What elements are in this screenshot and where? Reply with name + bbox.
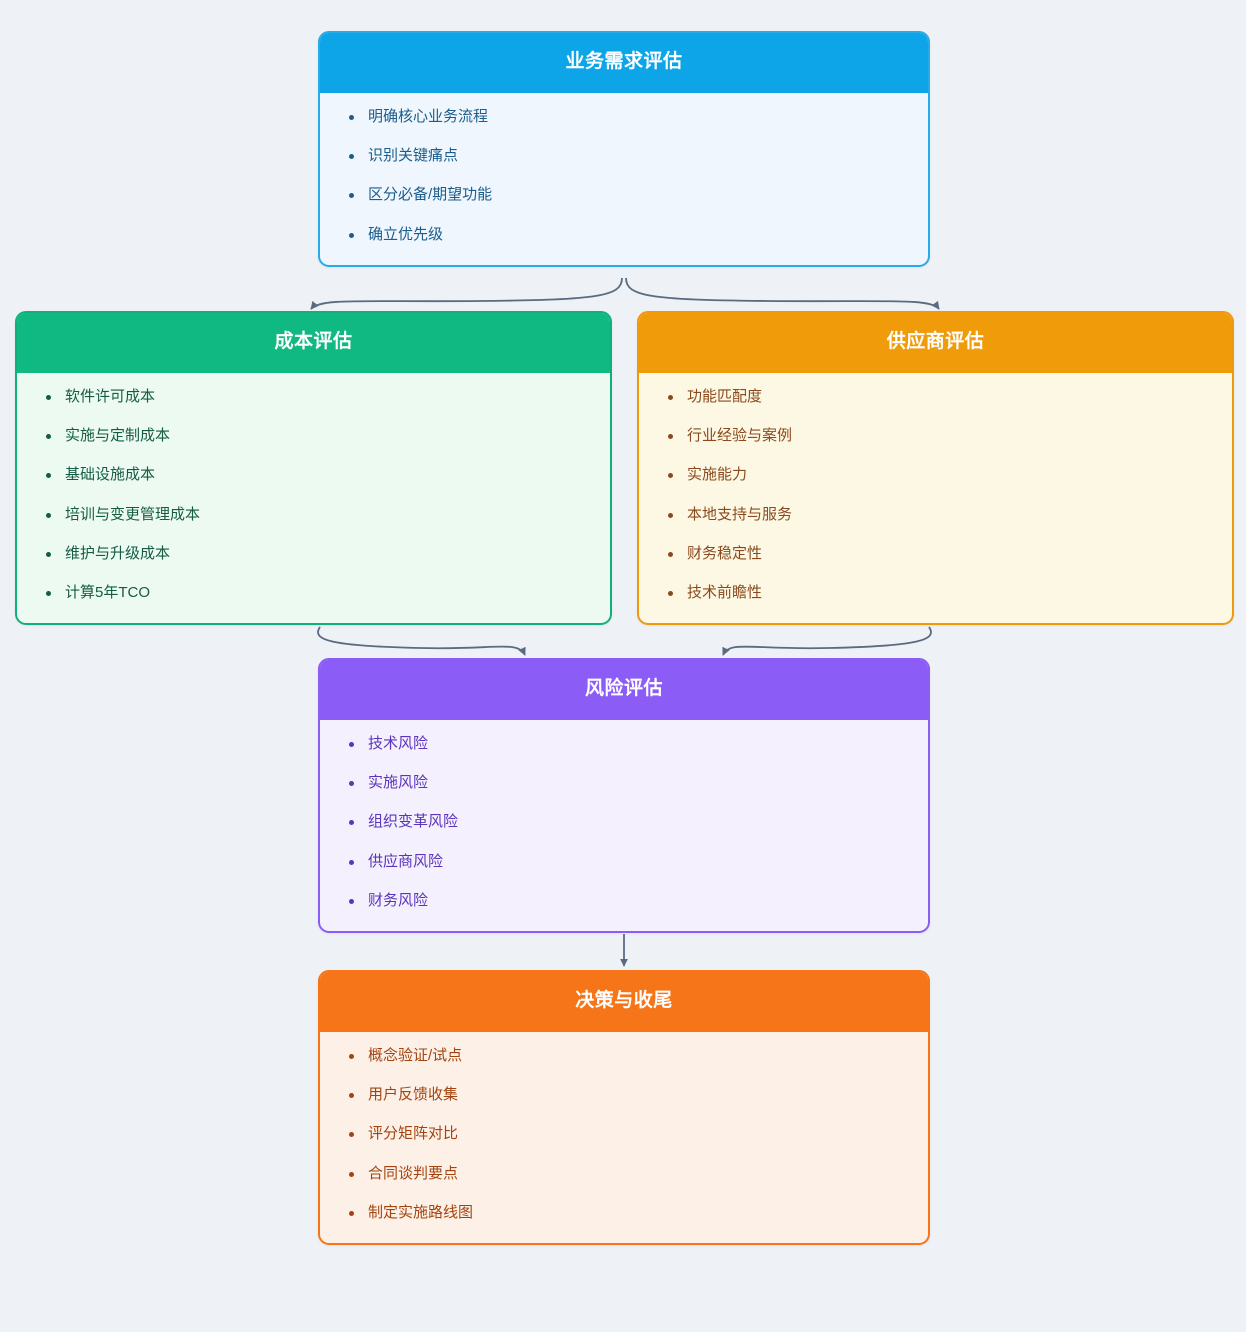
node-risk-assessment[interactable]: 风险评估 技术风险 实施风险 组织变革风险 供应商风险 财务风险 [318, 658, 930, 934]
edge-cost-to-risk [317, 626, 526, 656]
list-item: 财务稳定性 [661, 544, 1210, 564]
list-item: 确立优先级 [342, 225, 906, 245]
list-item: 评分矩阵对比 [342, 1124, 906, 1144]
edge-vendor-to-risk [722, 626, 932, 656]
list-item: 制定实施路线图 [342, 1203, 906, 1223]
list-item: 本地支持与服务 [661, 505, 1210, 525]
list-item: 技术前瞻性 [661, 583, 1210, 603]
list-item: 明确核心业务流程 [342, 107, 906, 127]
node-business-requirements-list: 明确核心业务流程 识别关键痛点 区分必备/期望功能 确立优先级 [342, 107, 906, 245]
node-business-requirements[interactable]: 业务需求评估 明确核心业务流程 识别关键痛点 区分必备/期望功能 确立优先级 [318, 31, 930, 267]
node-cost-assessment-title: 成本评估 [17, 313, 610, 373]
list-item: 软件许可成本 [39, 387, 588, 407]
list-item: 用户反馈收集 [342, 1085, 906, 1105]
node-cost-assessment-body: 软件许可成本 实施与定制成本 基础设施成本 培训与变更管理成本 维护与升级成本 … [17, 373, 610, 623]
node-cost-assessment-list: 软件许可成本 实施与定制成本 基础设施成本 培训与变更管理成本 维护与升级成本 … [39, 387, 588, 604]
list-item: 组织变革风险 [342, 812, 906, 832]
list-item: 合同谈判要点 [342, 1164, 906, 1184]
edge-business-to-vendor [625, 277, 940, 310]
node-risk-assessment-title: 风险评估 [320, 660, 928, 720]
node-cost-assessment[interactable]: 成本评估 软件许可成本 实施与定制成本 基础设施成本 培训与变更管理成本 维护与… [15, 311, 612, 626]
list-item: 计算5年TCO [39, 583, 588, 603]
node-decision-closing[interactable]: 决策与收尾 概念验证/试点 用户反馈收集 评分矩阵对比 合同谈判要点 制定实施路… [318, 970, 930, 1246]
list-item: 行业经验与案例 [661, 426, 1210, 446]
node-vendor-assessment-list: 功能匹配度 行业经验与案例 实施能力 本地支持与服务 财务稳定性 技术前瞻性 [661, 387, 1210, 604]
list-item: 供应商风险 [342, 852, 906, 872]
list-item: 基础设施成本 [39, 465, 588, 485]
list-item: 财务风险 [342, 891, 906, 911]
list-item: 实施能力 [661, 465, 1210, 485]
list-item: 区分必备/期望功能 [342, 185, 906, 205]
list-item: 概念验证/试点 [342, 1046, 906, 1066]
list-item: 维护与升级成本 [39, 544, 588, 564]
node-decision-closing-list: 概念验证/试点 用户反馈收集 评分矩阵对比 合同谈判要点 制定实施路线图 [342, 1046, 906, 1223]
list-item: 实施风险 [342, 773, 906, 793]
node-decision-closing-title: 决策与收尾 [320, 972, 928, 1032]
node-decision-closing-body: 概念验证/试点 用户反馈收集 评分矩阵对比 合同谈判要点 制定实施路线图 [320, 1032, 928, 1243]
list-item: 技术风险 [342, 734, 906, 754]
node-vendor-assessment-body: 功能匹配度 行业经验与案例 实施能力 本地支持与服务 财务稳定性 技术前瞻性 [639, 373, 1232, 623]
list-item: 实施与定制成本 [39, 426, 588, 446]
list-item: 识别关键痛点 [342, 146, 906, 166]
list-item: 功能匹配度 [661, 387, 1210, 407]
node-risk-assessment-body: 技术风险 实施风险 组织变革风险 供应商风险 财务风险 [320, 720, 928, 931]
node-business-requirements-title: 业务需求评估 [320, 33, 928, 93]
node-business-requirements-body: 明确核心业务流程 识别关键痛点 区分必备/期望功能 确立优先级 [320, 93, 928, 265]
node-vendor-assessment-title: 供应商评估 [639, 313, 1232, 373]
node-risk-assessment-list: 技术风险 实施风险 组织变革风险 供应商风险 财务风险 [342, 734, 906, 911]
list-item: 培训与变更管理成本 [39, 505, 588, 525]
edge-business-to-cost [310, 277, 623, 310]
node-vendor-assessment[interactable]: 供应商评估 功能匹配度 行业经验与案例 实施能力 本地支持与服务 财务稳定性 技… [637, 311, 1234, 626]
